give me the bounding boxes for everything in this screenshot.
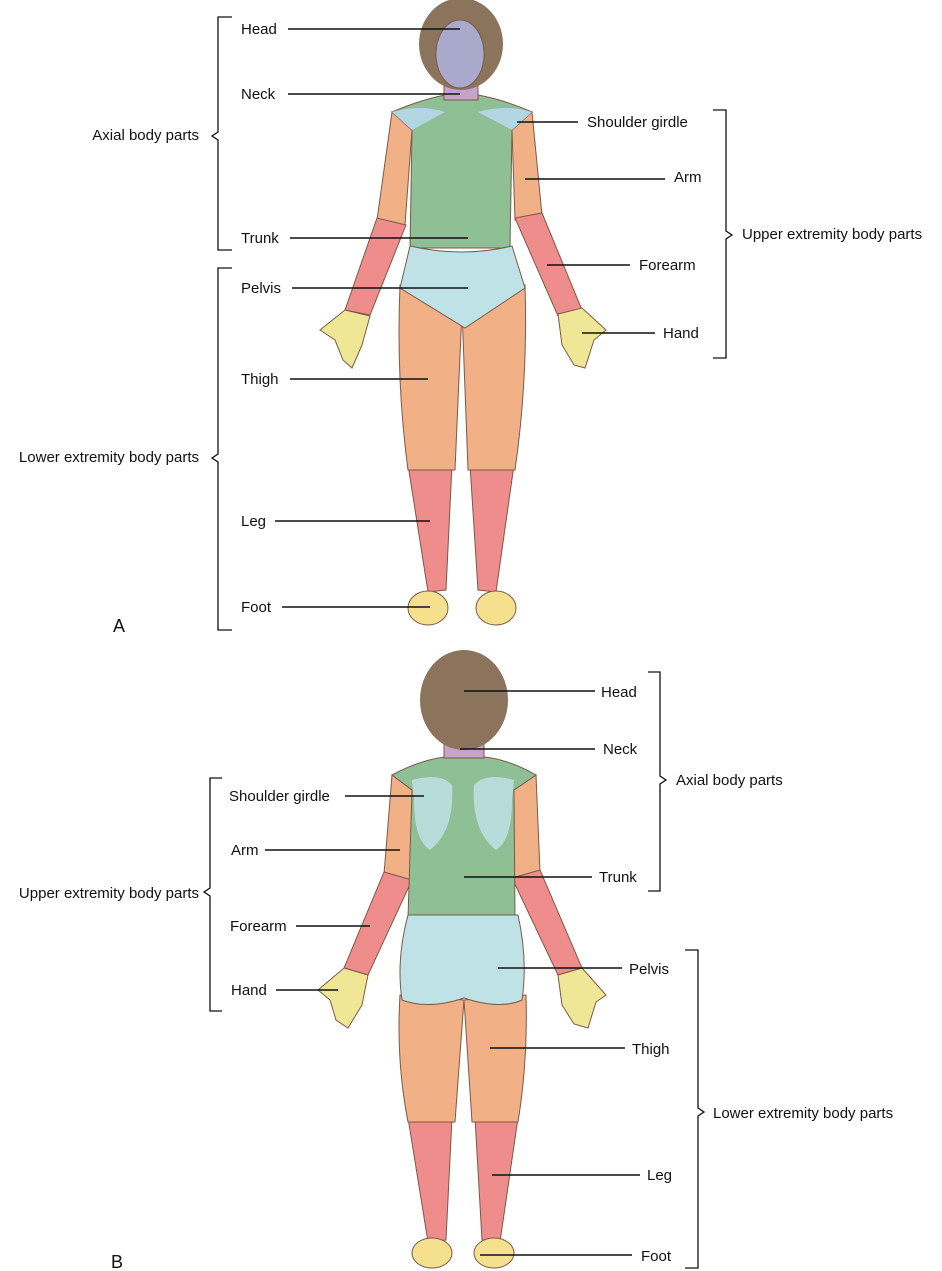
leader-lines-a: [275, 28, 665, 608]
label-b-head: Head: [601, 684, 637, 701]
group-b-axial: Axial body parts: [676, 772, 783, 789]
group-b-lower: Lower extremity body parts: [713, 1105, 893, 1122]
label-a-thigh: Thigh: [241, 371, 279, 388]
group-a-lower: Lower extremity body parts: [19, 449, 199, 466]
arm-left: [383, 774, 413, 881]
bracket-lower-a: [210, 267, 232, 631]
label-b-thigh: Thigh: [632, 1041, 670, 1058]
hand-left: [319, 309, 371, 369]
figure-posterior: [317, 650, 607, 1269]
label-a-leg: Leg: [241, 513, 266, 530]
trunk: [391, 94, 533, 249]
label-a-forearm: Forearm: [639, 257, 696, 274]
label-a-neck: Neck: [241, 86, 276, 103]
arm-right: [511, 110, 543, 221]
bracket-upper-a: [713, 109, 734, 359]
label-b-pelvis: Pelvis: [629, 961, 669, 978]
group-a-axial: Axial body parts: [92, 127, 199, 144]
pelvis: [399, 245, 526, 329]
thigh-right: [463, 994, 527, 1123]
panel-letter-b: B: [111, 1252, 123, 1271]
thigh-right: [461, 284, 527, 471]
pelvis: [399, 914, 525, 1006]
bracket-upper-b: [202, 777, 222, 1012]
shoulder-left: [392, 108, 445, 130]
hand-left: [317, 967, 369, 1029]
face: [435, 19, 485, 89]
thigh-left: [398, 284, 463, 471]
foot-left: [411, 1237, 453, 1269]
figure-anterior: [319, 0, 607, 626]
leader-lines-b: [265, 690, 640, 1256]
label-b-neck: Neck: [603, 741, 638, 758]
label-b-shoulder-girdle: Shoulder girdle: [229, 788, 330, 805]
shoulder-right: [473, 776, 514, 850]
thigh-left: [398, 994, 465, 1123]
label-b-hand: Hand: [231, 982, 267, 999]
label-b-foot: Foot: [641, 1248, 672, 1265]
label-a-shoulder-girdle: Shoulder girdle: [587, 114, 688, 131]
hand-right: [557, 307, 607, 369]
label-b-forearm: Forearm: [230, 918, 287, 935]
arm-right: [511, 774, 541, 881]
foot-right: [473, 1237, 515, 1269]
shoulder-right: [478, 108, 532, 130]
leg-left: [407, 464, 453, 593]
group-a-upper: Upper extremity body parts: [742, 226, 922, 243]
foot-left: [407, 590, 449, 626]
arm-left: [376, 110, 413, 226]
label-b-trunk: Trunk: [599, 869, 637, 886]
label-a-head: Head: [241, 21, 277, 38]
group-b-upper: Upper extremity body parts: [19, 885, 199, 902]
leg-right: [474, 1117, 519, 1243]
bracket-axial-a: [210, 16, 232, 251]
panel-letter-a: A: [113, 616, 125, 636]
label-a-trunk: Trunk: [241, 230, 279, 247]
leg-left: [407, 1117, 453, 1243]
label-a-arm: Arm: [674, 169, 702, 186]
forearm-left: [344, 217, 407, 316]
label-b-leg: Leg: [647, 1167, 672, 1184]
foot-right: [475, 590, 517, 626]
bracket-axial-b: [648, 671, 668, 892]
hand-right: [557, 967, 607, 1029]
bracket-lower-b: [685, 949, 706, 1269]
label-a-foot: Foot: [241, 599, 272, 616]
label-a-hand: Hand: [663, 325, 699, 342]
leg-right: [469, 464, 515, 593]
hair: [420, 650, 508, 750]
label-b-arm: Arm: [231, 842, 259, 859]
label-a-pelvis: Pelvis: [241, 280, 281, 297]
